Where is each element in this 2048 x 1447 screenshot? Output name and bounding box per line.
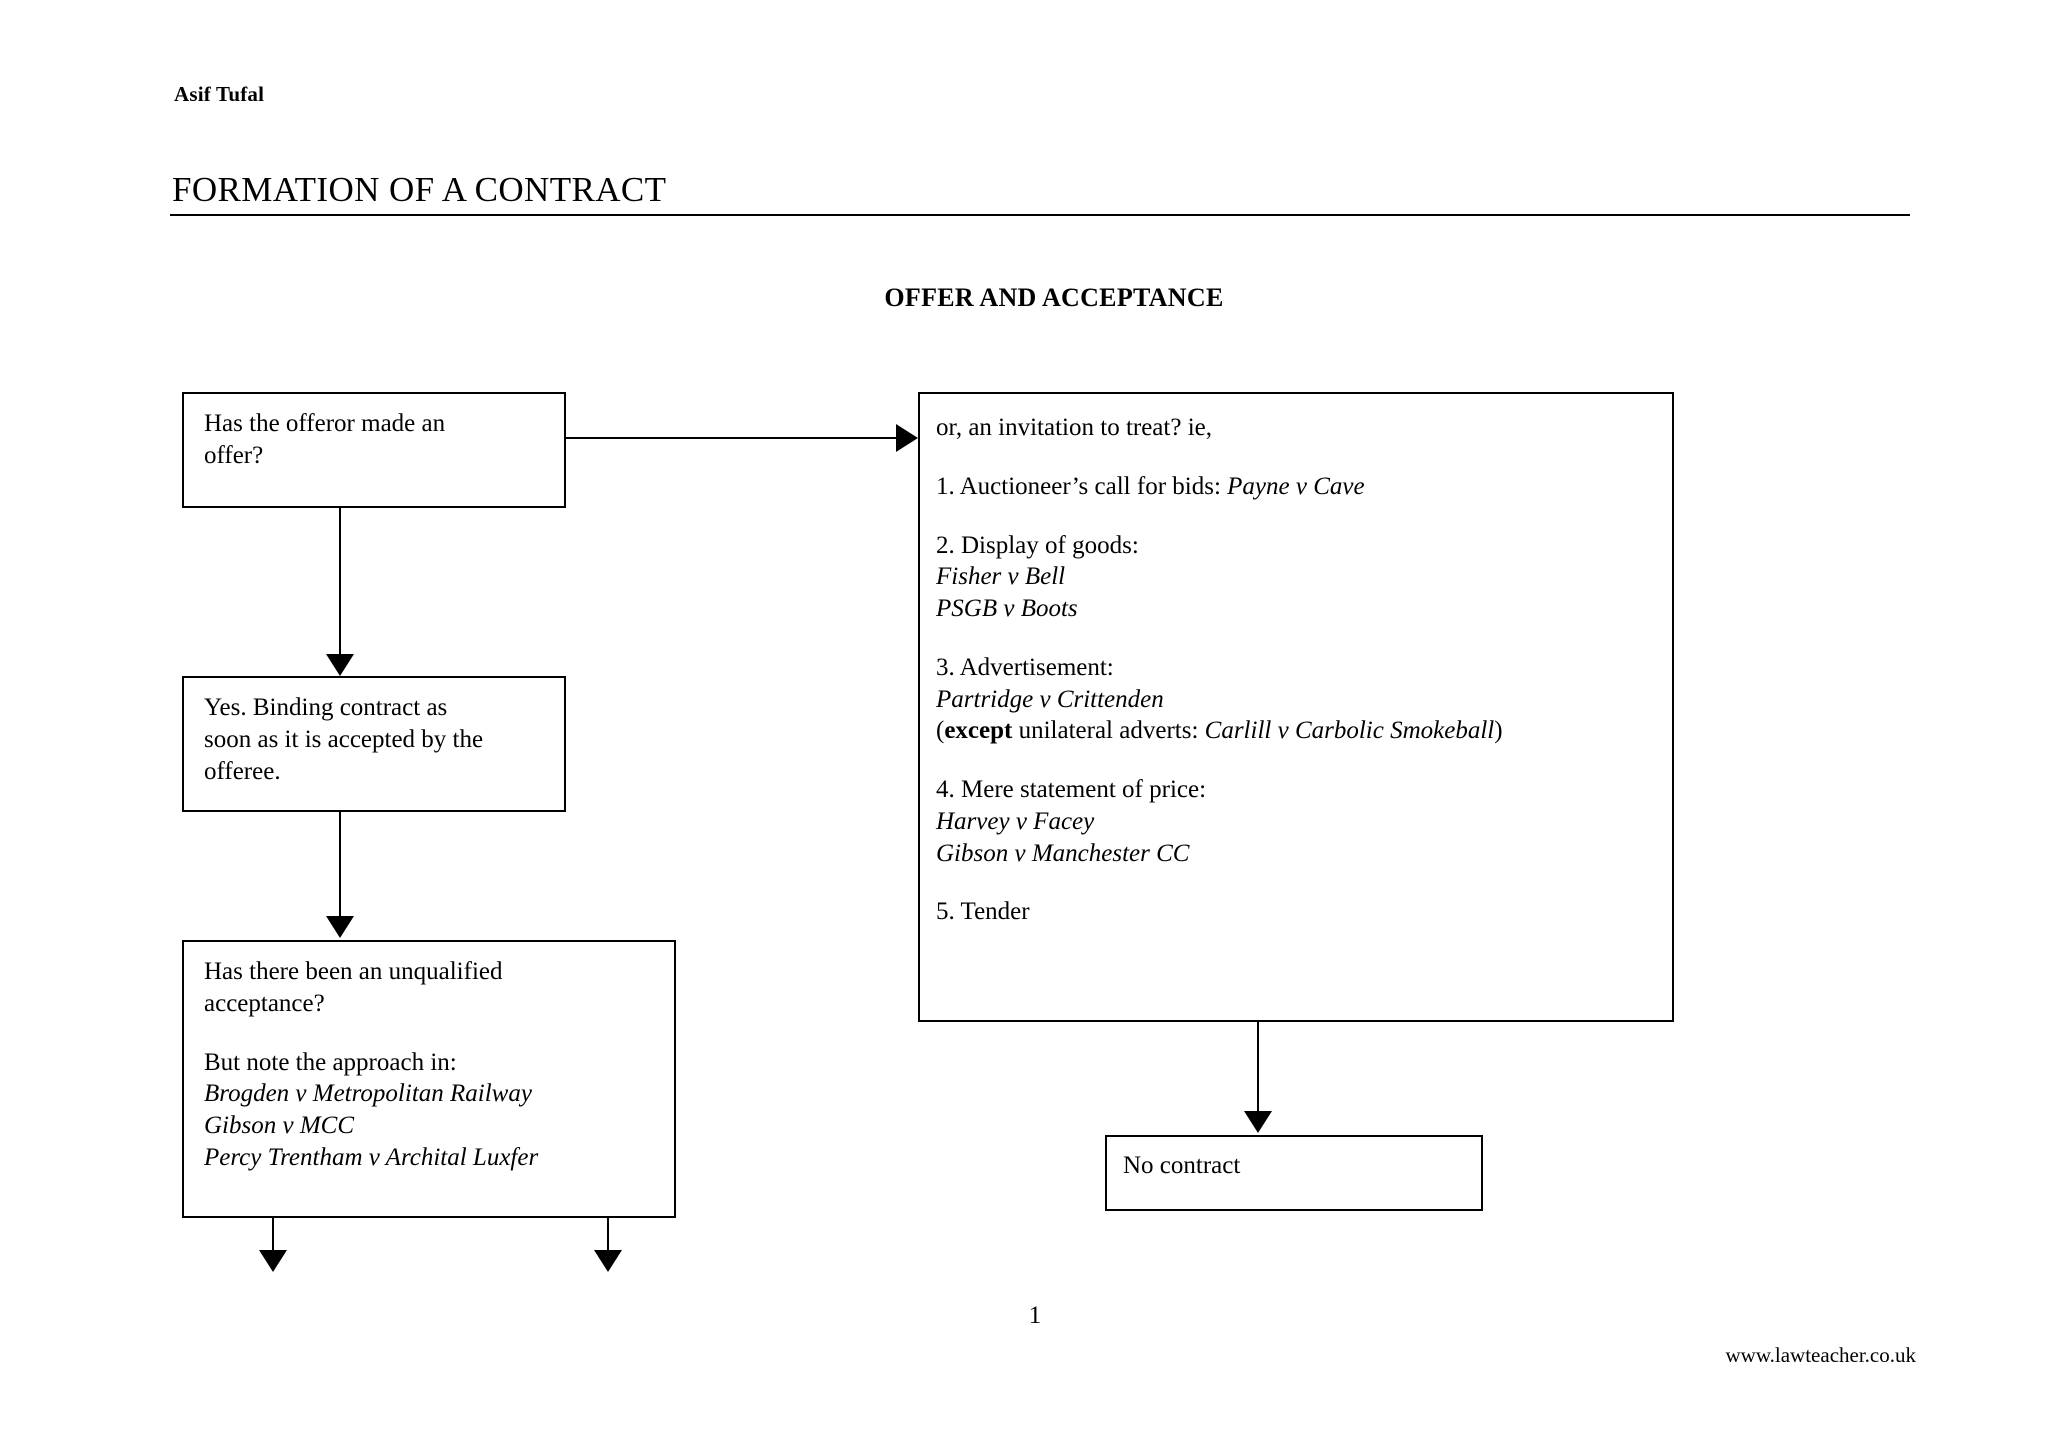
flow-box-unqualified-acceptance: Has there been an unqualified acceptance… bbox=[182, 940, 676, 1218]
arrow-down-icon bbox=[259, 1250, 287, 1272]
invitation-spacer-5 bbox=[936, 869, 1656, 896]
binding-line-3: offeree. bbox=[204, 757, 281, 785]
invitation-item-1: 1. Auctioneer’s call for bids: Payne v C… bbox=[936, 471, 1656, 503]
invitation-item-1-case: Payne v Cave bbox=[1227, 472, 1365, 500]
connector-invitation-to-no-contract bbox=[1257, 1022, 1259, 1114]
page-number-text: 1 bbox=[1028, 1302, 1042, 1329]
arrow-down-icon bbox=[326, 916, 354, 938]
except-keyword: except bbox=[944, 717, 1013, 745]
binding-line-1: Yes. Binding contract as bbox=[204, 694, 448, 721]
unqualified-note-heading: But note the approach in: bbox=[204, 1048, 457, 1076]
unqualified-spacer bbox=[204, 1020, 658, 1047]
invitation-item-2-case-1: Fisher v Bell bbox=[936, 563, 1066, 591]
flow-box-invitation-to-treat: or, an invitation to treat? ie, 1. Aucti… bbox=[918, 392, 1674, 1022]
except-case: Carlill v Carbolic Smokeball bbox=[1204, 717, 1495, 745]
connector-unqualified-right-exit bbox=[607, 1218, 609, 1252]
invitation-spacer-3 bbox=[936, 625, 1656, 652]
flow-box-offeror-question: Has the offeror made an offer? bbox=[182, 392, 566, 508]
connector-unqualified-left-exit bbox=[272, 1218, 274, 1252]
invitation-spacer-2 bbox=[936, 503, 1656, 530]
arrow-down-icon bbox=[1244, 1111, 1272, 1133]
section-subtitle-text: OFFER AND ACCEPTANCE bbox=[884, 283, 1224, 312]
invitation-item-2-case-2: PSGB v Boots bbox=[936, 595, 1078, 622]
arrow-right-icon bbox=[896, 424, 918, 452]
connector-offeror-to-binding bbox=[339, 508, 341, 656]
page-title: FORMATION OF A CONTRACT bbox=[172, 170, 667, 209]
connector-binding-to-unqualified bbox=[339, 812, 341, 918]
invitation-item-3-except: (except unilateral adverts: Carlill v Ca… bbox=[936, 715, 1656, 747]
flow-box-no-contract: No contract bbox=[1105, 1135, 1483, 1211]
invitation-spacer-4 bbox=[936, 747, 1656, 774]
binding-line-2: soon as it is accepted by the bbox=[204, 725, 484, 753]
except-close-paren: ) bbox=[1494, 717, 1503, 745]
title-divider bbox=[170, 214, 1910, 216]
invitation-spacer-1 bbox=[936, 444, 1656, 471]
unqualified-case-3: Percy Trentham v Archital Luxfer bbox=[204, 1143, 539, 1171]
except-open-paren: ( bbox=[936, 717, 945, 745]
unqualified-case-2: Gibson v MCC bbox=[204, 1112, 354, 1139]
flow-box-binding-contract: Yes. Binding contract as soon as it is a… bbox=[182, 676, 566, 812]
invitation-item-4-case-2: Gibson v Manchester CC bbox=[936, 839, 1190, 867]
arrow-down-icon bbox=[326, 654, 354, 676]
invitation-item-4-heading: 4. Mere statement of price: bbox=[936, 776, 1207, 803]
arrow-down-icon bbox=[594, 1250, 622, 1272]
invitation-item-1-text: 1. Auctioneer’s call for bids: bbox=[936, 472, 1228, 500]
unqualified-line-1: Has there been an unqualified bbox=[204, 958, 503, 985]
page-number: 1 bbox=[0, 1302, 2048, 1330]
except-text: unilateral adverts: bbox=[1012, 717, 1205, 745]
no-contract-label: No contract bbox=[1123, 1152, 1241, 1179]
offeror-line-1: Has the offeror made an bbox=[204, 410, 446, 437]
invitation-item-3-case: Partridge v Crittenden bbox=[936, 685, 1164, 713]
invitation-item-5-heading: 5. Tender bbox=[936, 898, 1030, 926]
invitation-intro: or, an invitation to treat? ie, bbox=[936, 414, 1212, 441]
unqualified-line-2: acceptance? bbox=[204, 989, 325, 1017]
invitation-item-3-heading: 3. Advertisement: bbox=[936, 653, 1114, 681]
section-subtitle: OFFER AND ACCEPTANCE bbox=[0, 283, 2048, 313]
invitation-item-4-case-1: Harvey v Facey bbox=[936, 807, 1095, 835]
unqualified-case-1: Brogden v Metropolitan Railway bbox=[204, 1080, 532, 1108]
connector-offeror-to-invitation bbox=[566, 437, 898, 439]
invitation-item-2-heading: 2. Display of goods: bbox=[936, 531, 1139, 559]
offeror-line-2: offer? bbox=[204, 441, 264, 469]
site-url: www.lawteacher.co.uk bbox=[1725, 1343, 1916, 1367]
author-name: Asif Tufal bbox=[174, 82, 265, 106]
